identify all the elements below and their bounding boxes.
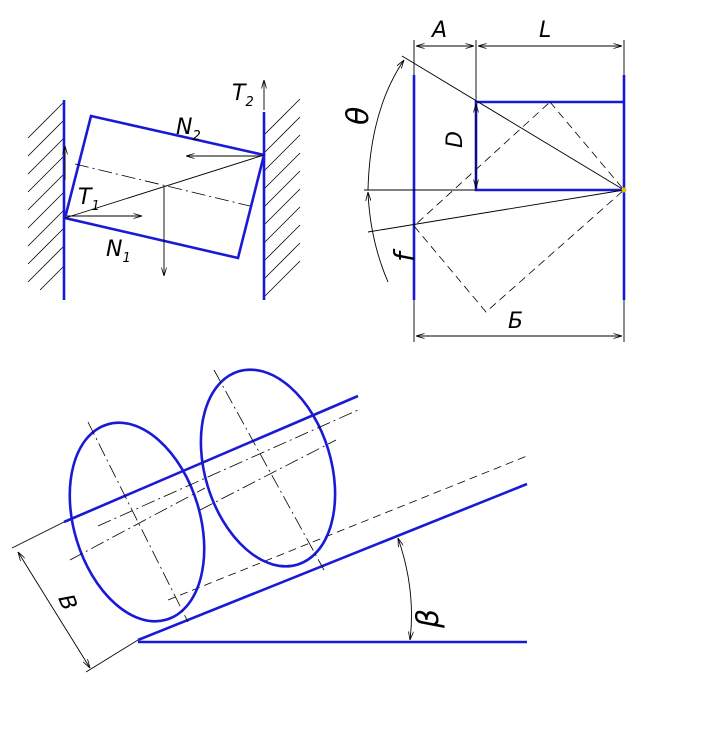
label-f: f xyxy=(388,248,421,262)
label-T1: T1 xyxy=(78,185,100,214)
label-N2: N2 xyxy=(176,115,201,144)
dashed-square xyxy=(413,101,625,313)
incline-dashed-parallel xyxy=(167,455,528,601)
arc-f xyxy=(368,192,389,283)
label-N1: N1 xyxy=(106,237,131,266)
label-B-cyr: Б xyxy=(508,309,523,334)
label-beta: β xyxy=(411,609,446,629)
left-wall-hatching xyxy=(27,101,65,291)
ray-upper xyxy=(401,55,625,191)
disc-back xyxy=(199,368,337,568)
block-diagonal xyxy=(64,154,265,219)
incline-surface xyxy=(137,482,528,642)
label-T2: T2 xyxy=(232,81,254,110)
block-centerline xyxy=(74,163,251,207)
label-L: L xyxy=(539,18,551,43)
dim-B xyxy=(18,552,90,668)
label-B: B xyxy=(52,591,81,614)
label-theta: θ xyxy=(341,107,376,125)
arc-beta xyxy=(398,538,412,640)
incline-upper-edge xyxy=(63,394,359,524)
label-D: D xyxy=(443,131,468,148)
arc-theta xyxy=(367,60,404,191)
figure-block-between-walls: T2 N2 T1 N1 xyxy=(27,80,301,300)
label-A: A xyxy=(430,18,447,43)
tilted-block xyxy=(63,114,266,260)
ray-lower xyxy=(367,189,625,233)
figure-geometry-dimensions: A L D Б θ f xyxy=(341,18,627,342)
right-wall-hatching xyxy=(263,98,301,298)
disc-front xyxy=(68,421,206,623)
figure-cylinder-incline: B β xyxy=(11,368,528,673)
